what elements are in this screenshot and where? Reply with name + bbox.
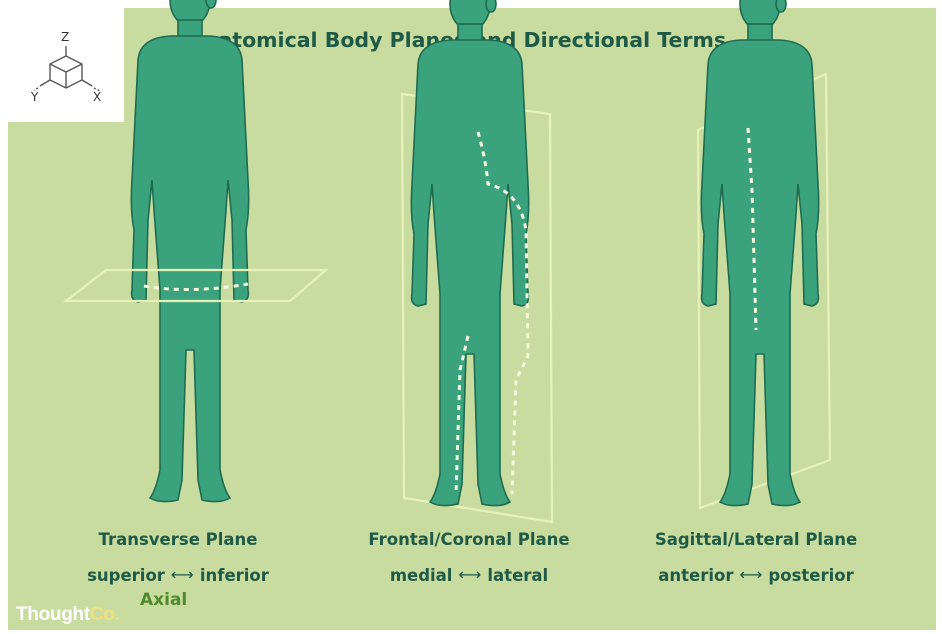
double-arrow-icon: ⟷	[739, 565, 762, 584]
thoughtco-logo: ThoughtCo.	[16, 604, 120, 626]
coronal-terms: medial ⟷ lateral	[329, 566, 609, 585]
coronal-figure	[411, 0, 528, 506]
term-superior: superior	[87, 566, 165, 585]
term-anterior: anterior	[658, 566, 733, 585]
coronal-plane-label: Frontal/Coronal Plane	[349, 530, 589, 549]
term-inferior: inferior	[200, 566, 269, 585]
transverse-terms: superior ⟷ inferior	[38, 566, 318, 585]
term-lateral: lateral	[487, 566, 548, 585]
sagittal-figure	[701, 0, 818, 506]
transverse-plane-label: Transverse Plane	[58, 530, 298, 549]
axial-label: Axial	[140, 590, 187, 610]
logo-main: Thought	[16, 604, 90, 625]
double-arrow-icon: ⟷	[458, 565, 481, 584]
sagittal-plane-label: Sagittal/Lateral Plane	[636, 530, 876, 549]
term-medial: medial	[390, 566, 453, 585]
logo-suffix: Co.	[90, 604, 120, 625]
sagittal-terms: anterior ⟷ posterior	[616, 566, 896, 585]
double-arrow-icon: ⟷	[171, 565, 194, 584]
term-posterior: posterior	[768, 566, 853, 585]
transverse-figure	[131, 0, 248, 502]
